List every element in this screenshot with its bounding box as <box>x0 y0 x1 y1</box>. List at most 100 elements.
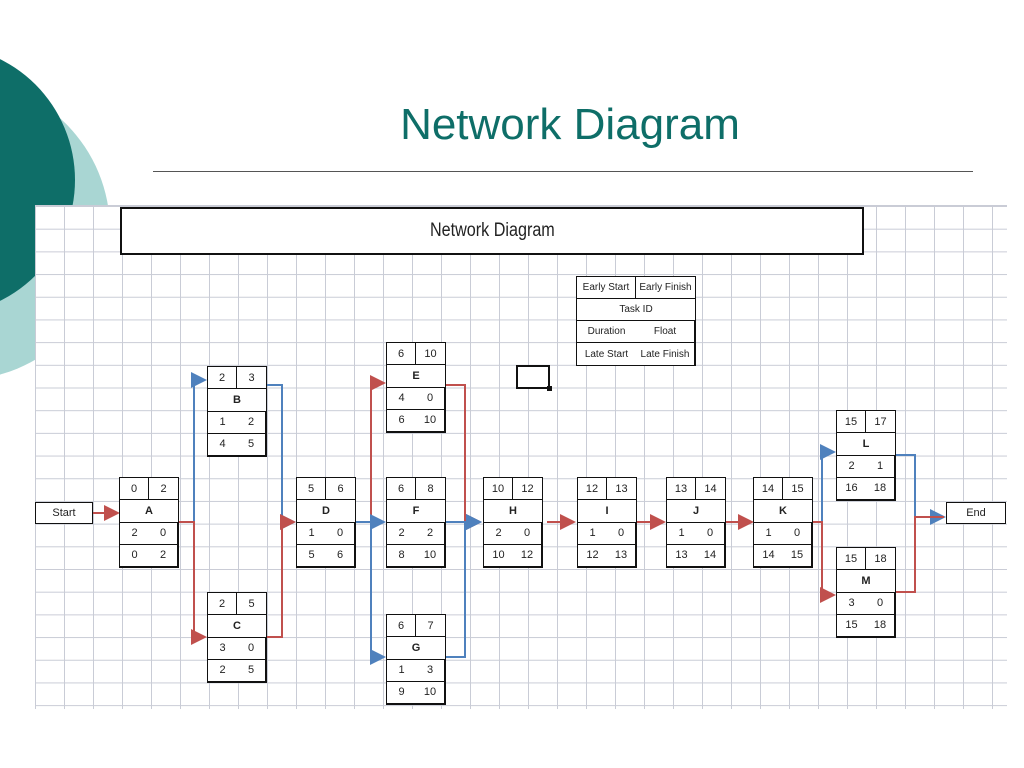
float: 0 <box>513 522 542 545</box>
early-start: 2 <box>208 593 237 616</box>
float: 0 <box>696 522 725 545</box>
late-finish: 10 <box>416 409 445 432</box>
early-start: 15 <box>837 548 866 571</box>
task-node-c: 2 5 C 3 0 2 5 <box>207 592 267 683</box>
float: 0 <box>783 522 812 545</box>
end-node: End <box>946 502 1006 524</box>
duration: 1 <box>667 523 696 545</box>
arrow-d-e <box>355 375 386 523</box>
duration: 1 <box>208 412 237 434</box>
task-id: G <box>387 637 445 660</box>
arrow-a-b <box>178 372 207 523</box>
float: 1 <box>866 455 895 478</box>
float: 0 <box>149 522 178 545</box>
arrow-k-l <box>813 444 836 523</box>
late-finish: 15 <box>783 544 812 567</box>
float: 2 <box>416 522 445 545</box>
late-finish: 12 <box>513 544 542 567</box>
arrow-d-g <box>355 521 386 665</box>
legend-late-start: Late Start <box>584 348 629 360</box>
late-start: 14 <box>754 545 783 567</box>
banner-title: Network Diagram <box>429 220 555 241</box>
late-finish: 14 <box>696 544 725 567</box>
late-finish: 18 <box>866 614 895 637</box>
late-start: 10 <box>484 545 513 567</box>
duration: 3 <box>837 593 866 615</box>
duration: 2 <box>120 523 149 545</box>
early-start: 5 <box>297 478 326 501</box>
early-start: 14 <box>754 478 783 501</box>
task-node-b: 2 3 B 1 2 4 5 <box>207 366 267 457</box>
late-start: 2 <box>208 660 237 682</box>
task-id: J <box>667 500 725 523</box>
late-finish: 2 <box>149 544 178 567</box>
task-id: I <box>578 500 636 523</box>
late-start: 4 <box>208 434 237 456</box>
float: 0 <box>607 522 636 545</box>
early-finish: 7 <box>416 615 445 638</box>
task-node-l: 15 17 L 2 1 16 18 <box>836 410 896 501</box>
legend-early-finish: Early Finish <box>636 277 695 299</box>
early-finish: 15 <box>783 478 812 501</box>
selected-cell[interactable] <box>516 365 552 391</box>
early-finish: 6 <box>326 478 355 501</box>
legend-task-id: Task ID <box>577 299 695 321</box>
early-start: 10 <box>484 478 513 501</box>
early-finish: 10 <box>416 343 445 366</box>
task-id: L <box>837 433 895 456</box>
late-finish: 10 <box>416 544 445 567</box>
diagram-banner: Network Diagram <box>120 207 864 255</box>
early-start: 15 <box>837 411 866 434</box>
task-node-e: 6 10 E 4 0 6 10 <box>386 342 446 433</box>
early-finish: 3 <box>237 367 266 390</box>
duration: 1 <box>754 523 783 545</box>
task-id: F <box>387 500 445 523</box>
task-id: B <box>208 389 266 412</box>
duration: 1 <box>387 660 416 682</box>
late-start: 13 <box>667 545 696 567</box>
float: 0 <box>416 387 445 410</box>
arrow-c-d <box>266 514 296 638</box>
late-finish: 5 <box>237 659 266 682</box>
task-id: A <box>120 500 178 523</box>
late-start: 9 <box>387 682 416 704</box>
float: 3 <box>416 659 445 682</box>
duration: 2 <box>387 523 416 545</box>
late-finish: 5 <box>237 433 266 456</box>
task-node-f: 6 8 F 2 2 8 10 <box>386 477 446 568</box>
task-node-k: 14 15 K 1 0 14 15 <box>753 477 813 568</box>
late-start: 6 <box>387 410 416 432</box>
task-node-d: 5 6 D 1 0 5 6 <box>296 477 356 568</box>
float: 2 <box>237 411 266 434</box>
task-node-g: 6 7 G 1 3 9 10 <box>386 614 446 705</box>
early-finish: 18 <box>866 548 895 571</box>
duration: 4 <box>387 388 416 410</box>
early-finish: 5 <box>237 593 266 616</box>
float: 0 <box>866 592 895 615</box>
legend-box: Early Start Early Finish Task ID Duratio… <box>576 276 696 366</box>
early-finish: 17 <box>866 411 895 434</box>
legend-duration: Duration <box>577 321 636 343</box>
arrow-m-end <box>895 516 944 593</box>
early-start: 6 <box>387 343 416 366</box>
early-start: 12 <box>578 478 607 501</box>
late-finish: 13 <box>607 544 636 567</box>
arrow-e-h <box>446 384 482 530</box>
task-id: D <box>297 500 355 523</box>
slide-title: Network Diagram <box>400 100 740 149</box>
early-start: 0 <box>120 478 149 501</box>
legend-late-finish: Late Finish <box>636 343 695 365</box>
task-id: E <box>387 365 445 388</box>
late-start: 15 <box>837 615 866 637</box>
arrow-a-c <box>178 521 207 645</box>
task-node-i: 12 13 I 1 0 12 13 <box>577 477 637 568</box>
early-finish: 8 <box>416 478 445 501</box>
late-start: 0 <box>120 545 149 567</box>
late-finish: 18 <box>866 477 895 500</box>
duration: 2 <box>837 456 866 478</box>
task-node-a: 0 2 A 2 0 0 2 <box>119 477 179 568</box>
early-start: 13 <box>667 478 696 501</box>
early-start: 6 <box>387 615 416 638</box>
arrow-b-d <box>266 384 296 530</box>
task-node-h: 10 12 H 2 0 10 12 <box>483 477 543 568</box>
